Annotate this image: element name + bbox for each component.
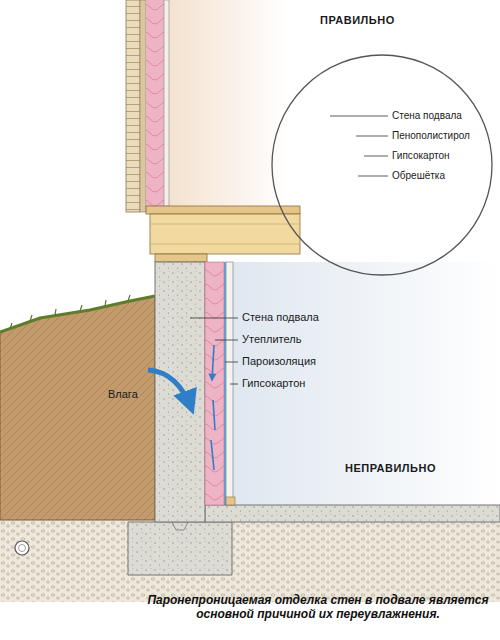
- leader-line: [364, 156, 388, 157]
- wall-insulation: [146, 0, 164, 206]
- basement-insulation: [205, 262, 224, 505]
- part-label: Обрешётка: [392, 170, 445, 182]
- part-label: Пароизоляция: [242, 355, 316, 368]
- floor-joist: [150, 214, 300, 254]
- grass: [0, 296, 155, 332]
- bottom-plate: [226, 497, 235, 505]
- sill-plate: [155, 254, 207, 262]
- leader-line: [190, 318, 238, 384]
- furring-strip: [352, 238, 360, 250]
- leader-line: [356, 136, 388, 137]
- soil-layer: [270, 53, 300, 277]
- subfloor: [146, 206, 300, 214]
- drywall-layer: [361, 53, 367, 277]
- furring-strip: [352, 168, 360, 180]
- part-label: Утеплитель: [242, 333, 301, 346]
- basement-wall: [155, 262, 205, 522]
- part-label: Стена подвала: [392, 110, 462, 122]
- floor-slab: [205, 505, 500, 522]
- foam-layer: [352, 53, 360, 277]
- siding: [126, 0, 140, 212]
- part-label: Гипсокартон: [242, 377, 305, 390]
- gravel-bed: [0, 518, 500, 602]
- concrete-layer: [300, 53, 352, 277]
- verdict-heading: НЕПРАВИЛЬНО: [345, 462, 436, 475]
- drain-pipe-inner: [19, 545, 26, 552]
- caption: Паронепроницаемая отделка стен в подвале…: [140, 594, 496, 622]
- basement-drywall: [226, 262, 233, 505]
- interior-space: [360, 53, 494, 277]
- detail-drawing: [270, 6, 494, 282]
- part-label: Гипсокартон: [392, 150, 450, 162]
- detail-circle: ПРАВИЛЬНО Стена подвалаПенополистиролГипс…: [270, 6, 494, 282]
- detail-layers: [270, 53, 494, 277]
- moisture-arrow: [148, 370, 192, 410]
- verdict-heading: ПРАВИЛЬНО: [320, 14, 395, 27]
- soil: [0, 296, 155, 520]
- footing: [128, 522, 232, 575]
- grass-blades: [10, 295, 130, 329]
- basement-wash: [233, 262, 500, 505]
- drain-pipe: [15, 541, 29, 555]
- leader-line: [330, 116, 388, 117]
- vapor-barrier: [224, 262, 226, 505]
- interior-drywall: [164, 0, 169, 206]
- moisture-label: Влага: [108, 388, 138, 401]
- part-label: Стена подвала: [242, 311, 319, 324]
- room-wash: [169, 0, 289, 206]
- part-label: Пенополистирол: [392, 130, 470, 142]
- keyway: [172, 522, 188, 530]
- wood-grain: [150, 224, 300, 244]
- detail-outline: [272, 55, 492, 275]
- moisture-trickle: [211, 345, 215, 470]
- leader-line: [358, 176, 388, 177]
- sheathing: [140, 0, 146, 212]
